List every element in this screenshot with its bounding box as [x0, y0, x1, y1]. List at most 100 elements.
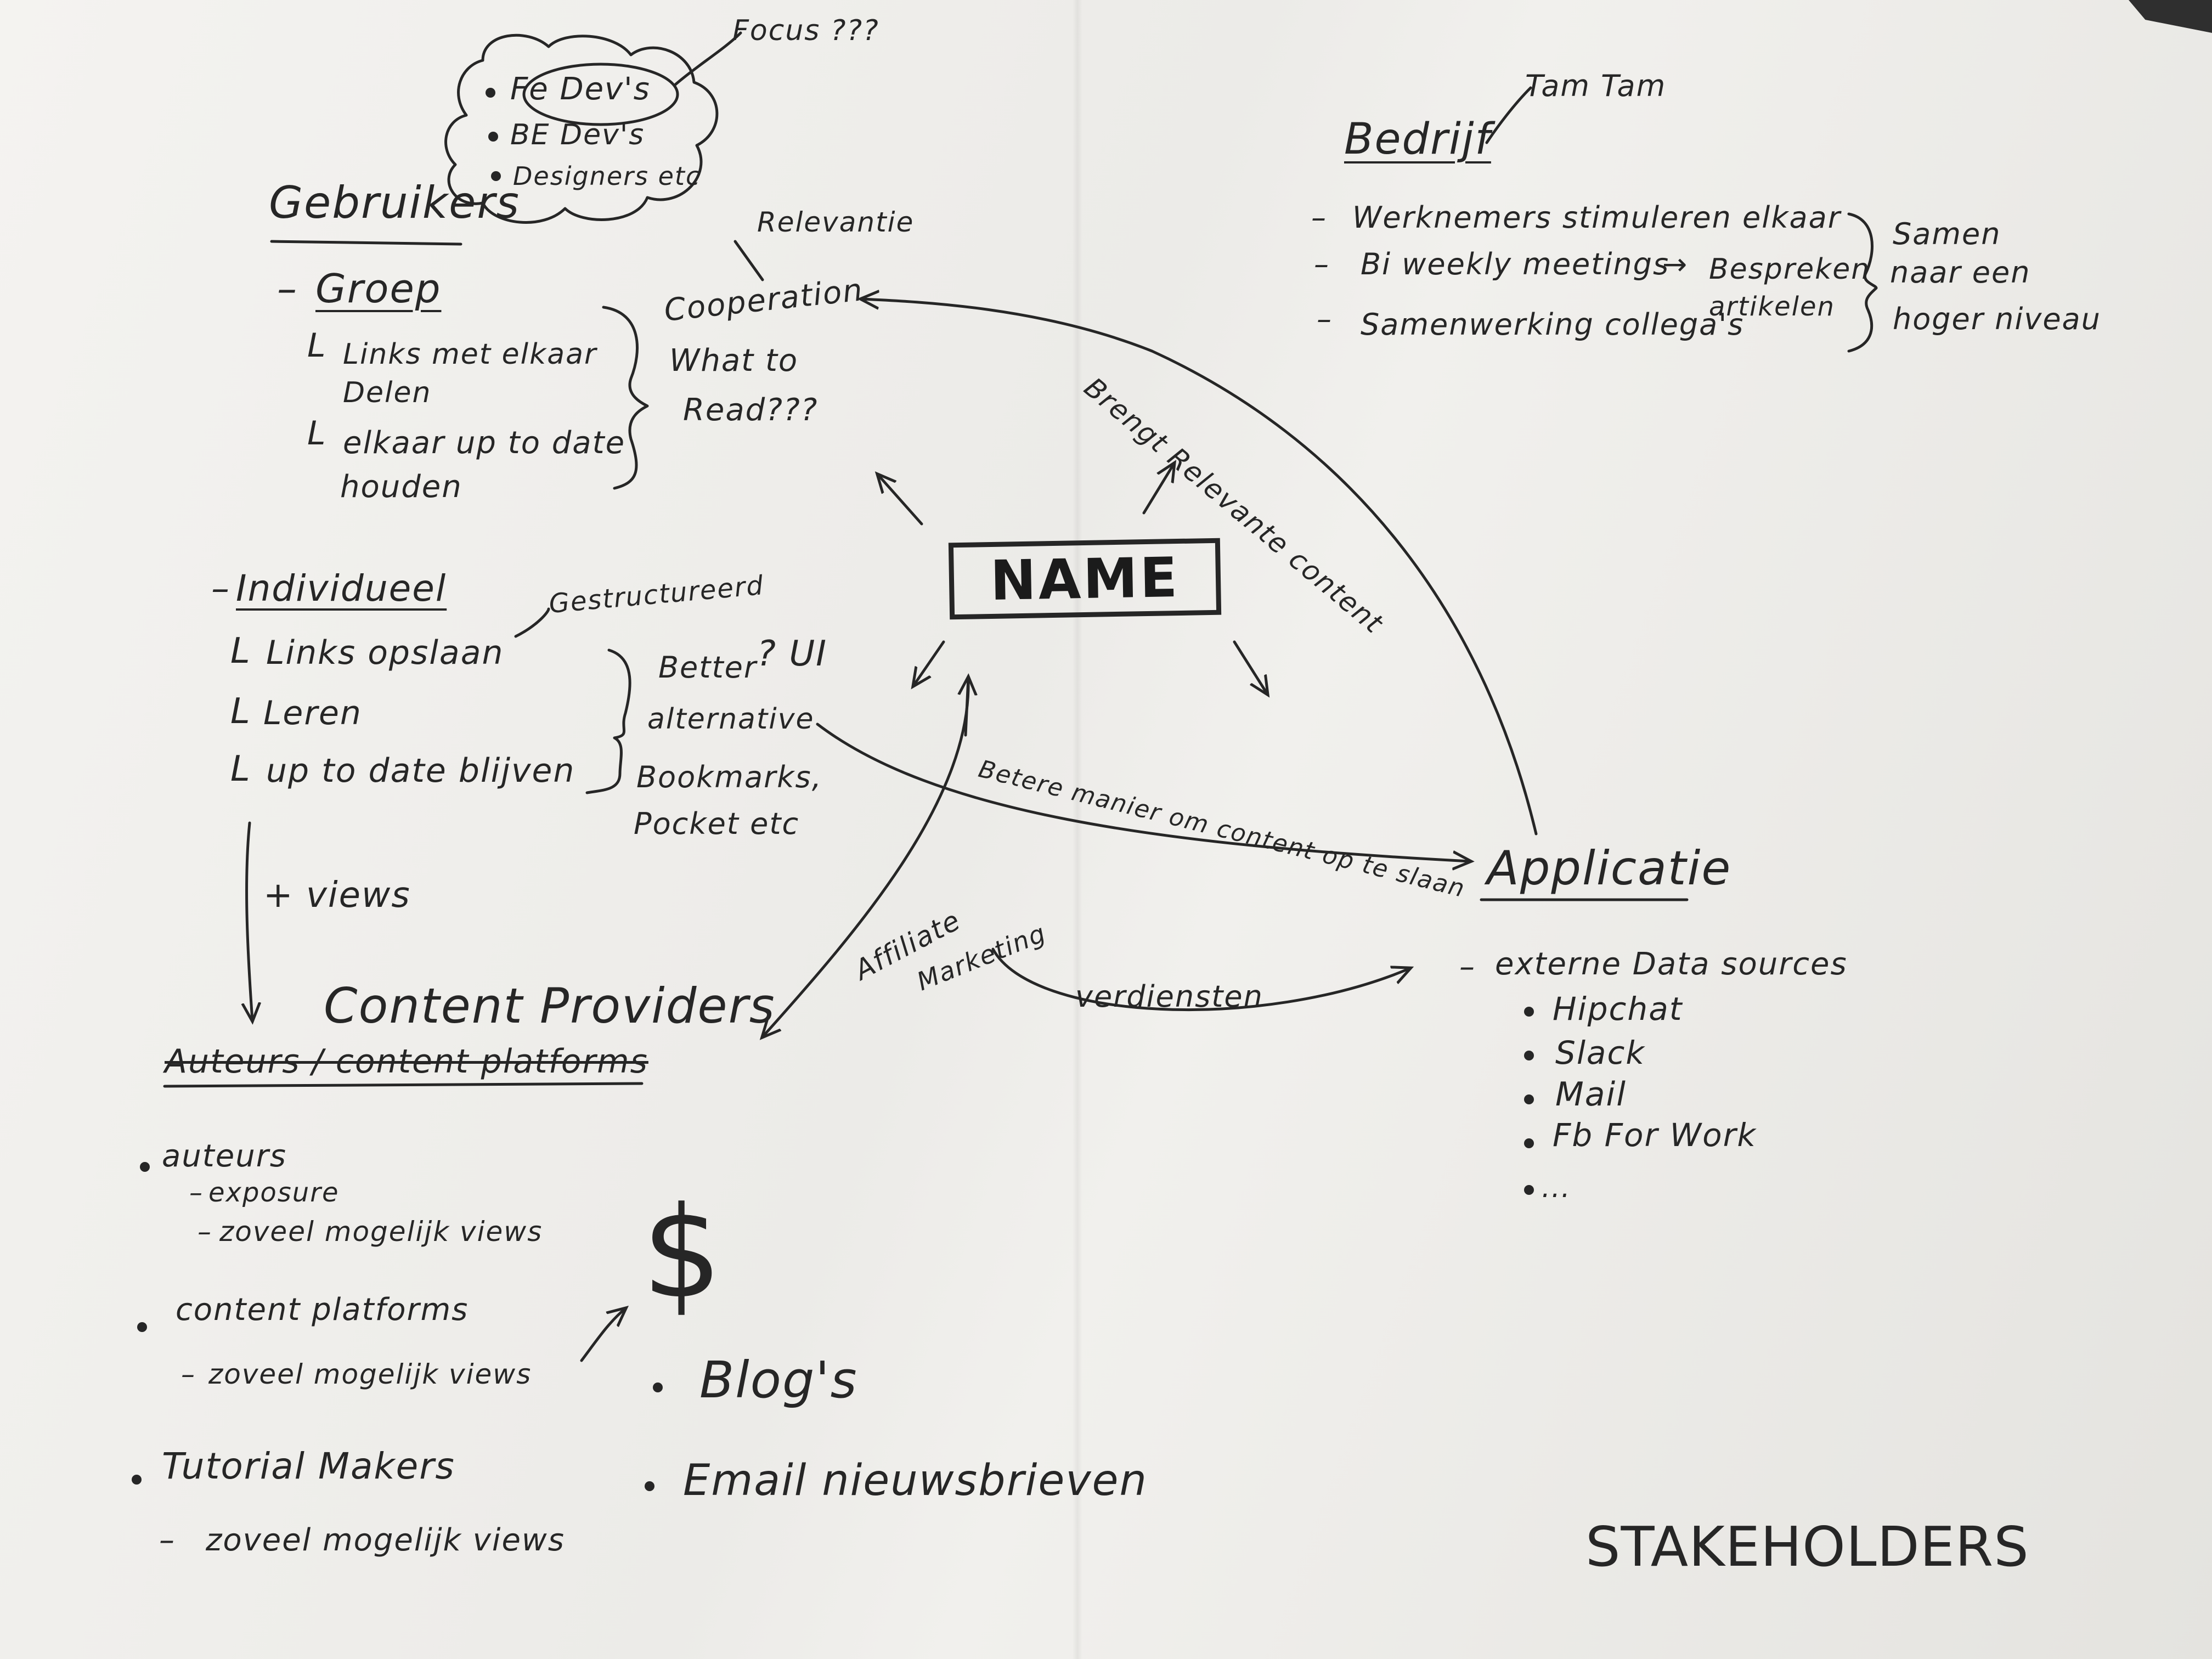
cp-group-2-sub-1: zoveel mogelijk views — [208, 1358, 532, 1390]
what-to-note: What to — [669, 343, 799, 379]
cp-group-2-sub-1-dash: – — [181, 1358, 196, 1390]
arrow-name-nw — [878, 475, 923, 526]
bullet — [645, 1481, 654, 1491]
alternative-note: alternative — [647, 703, 815, 736]
money-item-blogs: Blog's — [699, 1351, 858, 1409]
individueel-dash: – — [211, 567, 230, 610]
arrow-brengt — [861, 299, 1538, 836]
bullet — [1524, 1051, 1534, 1060]
pocket-note: Pocket etc — [634, 806, 800, 841]
groep-dash: – — [277, 266, 298, 312]
bullet — [140, 1162, 150, 1172]
groep-item-1-l: L — [307, 326, 327, 365]
cloud-outline — [444, 33, 719, 224]
cp-group-1-sub-1: exposure — [208, 1177, 340, 1208]
content-providers-struck-title: Auteurs / content platforms — [165, 1042, 648, 1081]
groep-title: Groep — [315, 266, 442, 312]
dollar-sign: $ — [642, 1180, 724, 1327]
arrow-name-ne — [1142, 464, 1174, 515]
cloud-item-be: BE Dev's — [510, 119, 645, 151]
individueel-title: Individueel — [236, 567, 447, 610]
ui-note: ? UI — [757, 634, 828, 674]
bullet — [1524, 1185, 1534, 1195]
individueel-item-2-l: L — [230, 691, 251, 732]
individueel-item-3: up to date blijven — [266, 752, 575, 790]
money-item-email: Email nieuwsbrieven — [683, 1456, 1148, 1505]
app-source-fb: Fb For Work — [1553, 1116, 1757, 1154]
bullet — [486, 88, 495, 98]
bedrijf-item-2-dash: – — [1314, 247, 1330, 281]
bedrijf-item-1-dash: – — [1311, 200, 1327, 235]
read-note: Read??? — [683, 392, 819, 428]
bedrijf-brace-note-3: hoger niveau — [1893, 302, 2101, 336]
bullet — [1524, 1094, 1534, 1104]
applicatie-title: Applicatie — [1487, 841, 1732, 896]
stakeholders-label: STAKEHOLDERS — [1585, 1515, 2029, 1579]
bedrijf-item-1: Werknemers stimuleren elkaar — [1352, 200, 1841, 235]
bedrijf-title: Bedrijf — [1344, 115, 1491, 164]
bedrijf-meeting-note-1: Bespreken — [1709, 253, 1871, 286]
groep-item-1: Links met elkaar — [343, 338, 597, 371]
bedrijf-brace — [1847, 212, 1878, 353]
cp-group-2-label: content platforms — [176, 1292, 469, 1328]
individueel-brace — [585, 648, 631, 794]
arrow-verdiensten — [991, 947, 1410, 1011]
bullet — [137, 1322, 147, 1332]
applicatie-subtitle: externe Data sources — [1495, 946, 1848, 982]
cloud-item-fe: Fe Dev's — [510, 71, 651, 107]
bullet — [488, 132, 498, 142]
gebruikers-title: Gebruikers — [269, 177, 520, 228]
individueel-item-1: Links opslaan — [266, 634, 504, 672]
relevantie-note: Relevantie — [757, 206, 915, 238]
paper-fold — [1073, 0, 1082, 1659]
bullet — [1524, 1138, 1534, 1148]
cp-group-1-sub-1-dash: – — [189, 1177, 204, 1208]
individueel-item-3-l: L — [230, 749, 251, 789]
individueel-item-1-l: L — [230, 631, 251, 672]
bedrijf-brace-note-1: Samen — [1893, 217, 2001, 251]
app-source-slack: Slack — [1555, 1034, 1645, 1071]
app-source-hipchat: Hipchat — [1553, 990, 1683, 1028]
arrow-name-sw — [913, 640, 945, 686]
tamtam-note: Tam Tam — [1525, 69, 1667, 103]
focus-circle — [522, 63, 679, 126]
focus-leader — [673, 31, 742, 87]
bedrijf-meeting-arrow: → — [1662, 247, 1689, 281]
verdiensten-label: verdiensten — [1075, 979, 1263, 1014]
arrow-to-content — [247, 821, 252, 1020]
center-name-label: NAME — [990, 545, 1180, 613]
app-source-mail: Mail — [1555, 1075, 1627, 1114]
bedrijf-meeting-note-2: artikelen — [1709, 291, 1835, 322]
applicatie-subtitle-dash: – — [1459, 949, 1476, 985]
content-providers-title: Content Providers — [324, 978, 776, 1034]
groep-item-4: houden — [340, 469, 462, 505]
arrow-affiliate — [763, 679, 970, 1037]
cp-group-3-sub-1-dash: – — [159, 1522, 176, 1558]
bookmarks-note: Bookmarks, — [636, 760, 822, 794]
cloud-item-designers: Designers etc — [513, 161, 701, 191]
arrow-betere — [816, 723, 1470, 861]
focus-note: Focus ??? — [732, 14, 879, 47]
bullet — [653, 1383, 663, 1392]
bedrijf-item-3-dash: – — [1317, 302, 1333, 336]
groep-brace — [602, 306, 649, 490]
cp-group-3-sub-1: zoveel mogelijk views — [206, 1522, 565, 1558]
app-source-more: ... — [1542, 1172, 1571, 1204]
bedrijf-item-2: Bi weekly meetings — [1361, 247, 1670, 281]
better-note: Better — [658, 650, 758, 685]
arrow-name-se — [1233, 640, 1267, 694]
bullet — [1524, 1007, 1534, 1017]
bedrijf-item-3: Samenwerking collega's — [1361, 307, 1745, 342]
bullet — [491, 171, 501, 181]
groep-item-2: Delen — [343, 376, 432, 409]
cp-group-1-sub-2-dash: – — [198, 1216, 212, 1248]
bedrijf-brace-note-2: naar een — [1890, 255, 2031, 290]
cp-group-3-label: Tutorial Makers — [162, 1445, 455, 1487]
groep-item-3-l: L — [307, 414, 327, 453]
views-note: + views — [263, 875, 411, 916]
cp-group-1-sub-2: zoveel mogelijk views — [219, 1216, 543, 1248]
bullet — [132, 1475, 142, 1485]
cp-group-1-label: auteurs — [162, 1138, 287, 1174]
